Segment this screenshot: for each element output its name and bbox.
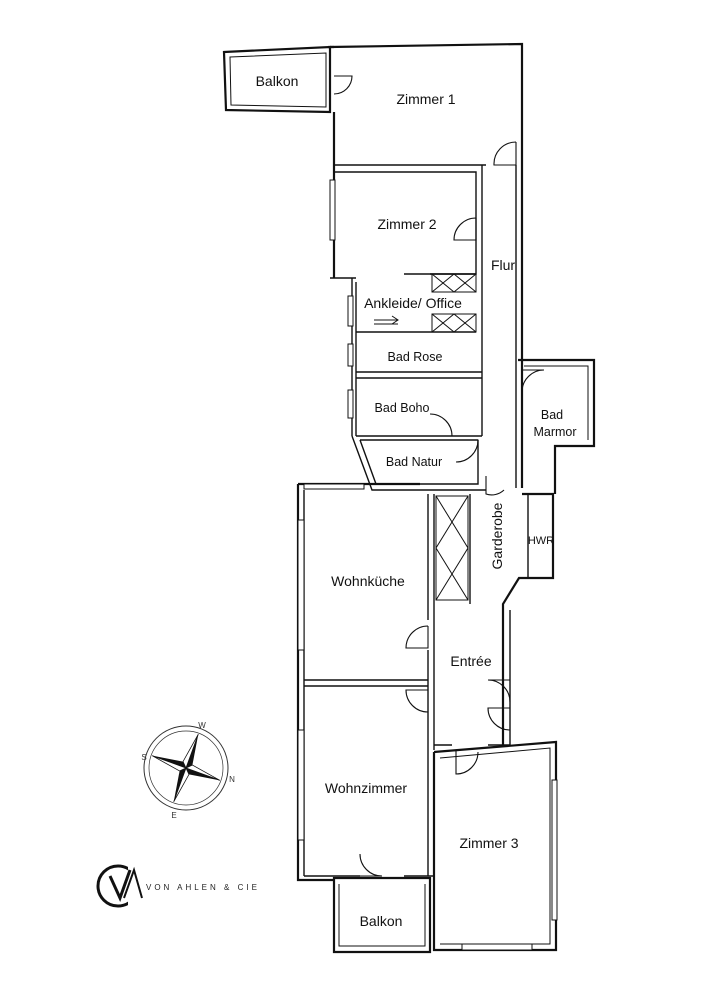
label-bad-marmor-2: Marmor bbox=[533, 425, 576, 439]
compass-n: N bbox=[229, 775, 235, 784]
doors bbox=[333, 75, 545, 877]
windows bbox=[297, 179, 558, 951]
label-bad-marmor-1: Bad bbox=[541, 408, 563, 422]
compass-w: W bbox=[198, 721, 206, 730]
label-entree: Entrée bbox=[450, 653, 491, 669]
label-wohnzimmer: Wohnzimmer bbox=[325, 780, 408, 796]
label-ankleide-office: Ankleide/ Office bbox=[364, 295, 462, 311]
label-zimmer-1: Zimmer 1 bbox=[396, 91, 455, 107]
compass-s: S bbox=[141, 753, 146, 762]
label-balkon-bottom: Balkon bbox=[360, 913, 403, 929]
label-hwr: HWR bbox=[528, 535, 554, 547]
label-garderobe: Garderobe bbox=[489, 502, 505, 569]
label-wohnkueche: Wohnküche bbox=[331, 573, 405, 589]
label-balkon-top: Balkon bbox=[256, 73, 299, 89]
room-labels: Balkon Zimmer 1 Zimmer 2 Flur Ankleide/ … bbox=[256, 73, 577, 929]
label-flur: Flur bbox=[491, 257, 515, 273]
company-name: VON AHLEN & CIE bbox=[146, 883, 260, 892]
label-bad-natur: Bad Natur bbox=[386, 455, 442, 469]
label-zimmer-2: Zimmer 2 bbox=[377, 216, 436, 232]
exterior-walls bbox=[222, 42, 596, 954]
wardrobes bbox=[374, 273, 477, 601]
company-logo: VON AHLEN & CIE bbox=[96, 862, 260, 912]
label-zimmer-3: Zimmer 3 bbox=[459, 835, 518, 851]
compass-e: E bbox=[171, 811, 176, 820]
compass-icon: W S N E bbox=[141, 721, 235, 820]
label-bad-boho: Bad Boho bbox=[375, 401, 430, 415]
label-bad-rose: Bad Rose bbox=[388, 350, 443, 364]
interior-walls bbox=[304, 164, 517, 877]
